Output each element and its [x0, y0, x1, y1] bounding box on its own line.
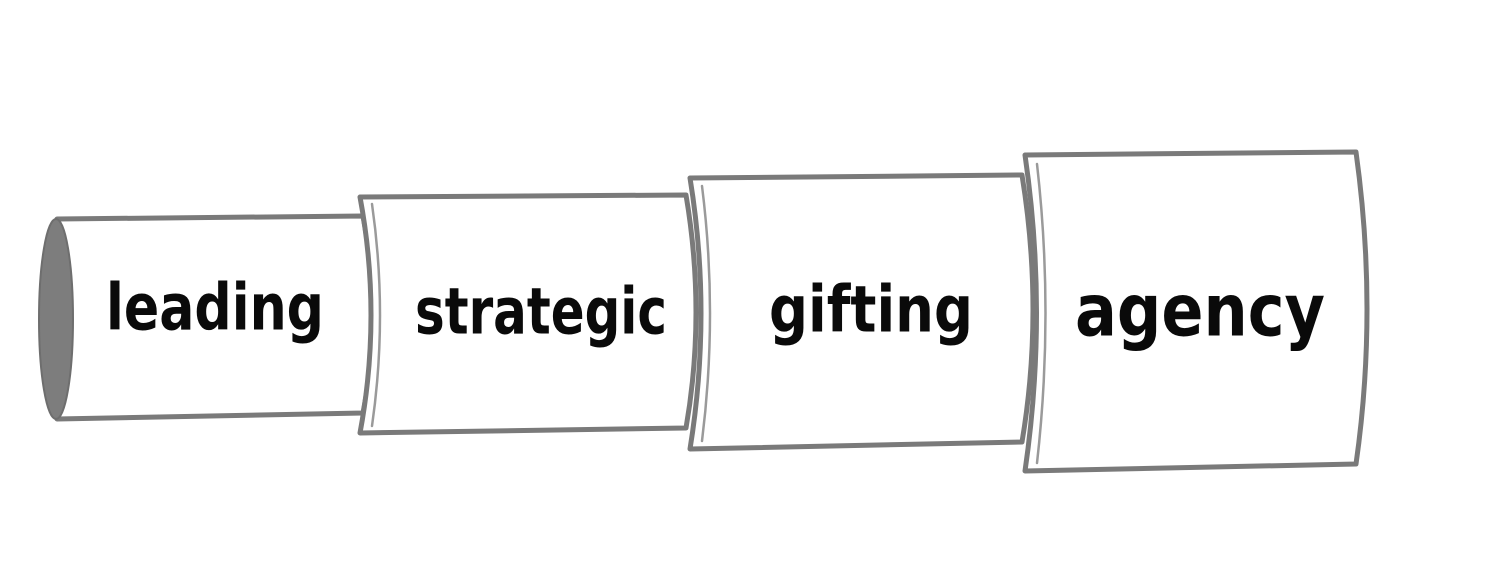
segment-rim: [370, 202, 382, 428]
telescope-segment-strategic: strategic: [357, 192, 699, 436]
segment-body: [357, 192, 699, 436]
segment-body: [687, 172, 1036, 452]
telescope-segment-agency: agency: [1022, 149, 1370, 474]
segment-label-gifting: gifting: [769, 274, 973, 348]
telescope-segment-leading: leading: [38, 213, 375, 422]
segment-label-agency: agency: [1075, 269, 1325, 353]
segment-label-strategic: strategic: [415, 276, 667, 350]
segment-rim: [700, 184, 712, 443]
segment-label-leading: leading: [106, 272, 324, 346]
telescope-segment-gifting: gifting: [687, 172, 1036, 452]
telescope-opening: [38, 218, 74, 420]
segment-body: [1022, 149, 1370, 474]
segment-rim: [1035, 162, 1047, 465]
